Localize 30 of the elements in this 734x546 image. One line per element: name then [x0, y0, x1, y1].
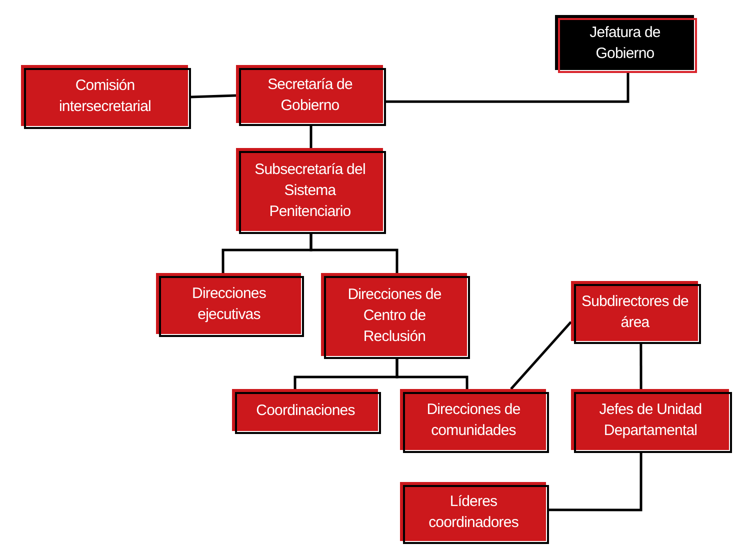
org-box — [555, 15, 697, 73]
org-unit-label: Direcciones ejecutivas — [191, 284, 267, 325]
org-box — [156, 273, 304, 337]
org-unit-label: Direcciones de comunidades — [426, 400, 522, 441]
org-box — [236, 148, 386, 234]
org-box — [236, 65, 386, 126]
connector-line — [549, 453, 642, 512]
org-unit-label: Comisión intersecretarial — [58, 76, 152, 117]
connector-line — [510, 321, 572, 390]
org-box — [571, 389, 732, 453]
connector-line — [310, 234, 398, 273]
org-box — [21, 65, 191, 129]
org-unit-label: Jefatura de Gobierno — [588, 23, 662, 64]
connector-line — [640, 344, 642, 389]
org-box — [400, 482, 549, 544]
org-box — [232, 389, 381, 434]
org-box — [400, 389, 549, 453]
org-unit-label: Direcciones de Centro de Reclusión — [346, 284, 442, 346]
org-unit-label: Jefes de Unidad Departamental — [598, 400, 703, 441]
org-box — [321, 273, 470, 359]
connector-line — [386, 73, 630, 103]
connector-line — [396, 359, 468, 389]
connector-line — [190, 94, 236, 98]
org-unit-label: Secretaría de Gobierno — [266, 74, 354, 116]
org-unit-label: Líderes coordinadores — [428, 492, 520, 533]
org-box — [571, 281, 701, 344]
org-unit-label: Subsecretaría del Sistema Penitenciario — [254, 160, 366, 222]
org-unit-label: Coordinaciones — [255, 401, 356, 421]
connector-line — [310, 126, 312, 148]
org-unit-label: Subdirectores de área — [580, 292, 690, 332]
